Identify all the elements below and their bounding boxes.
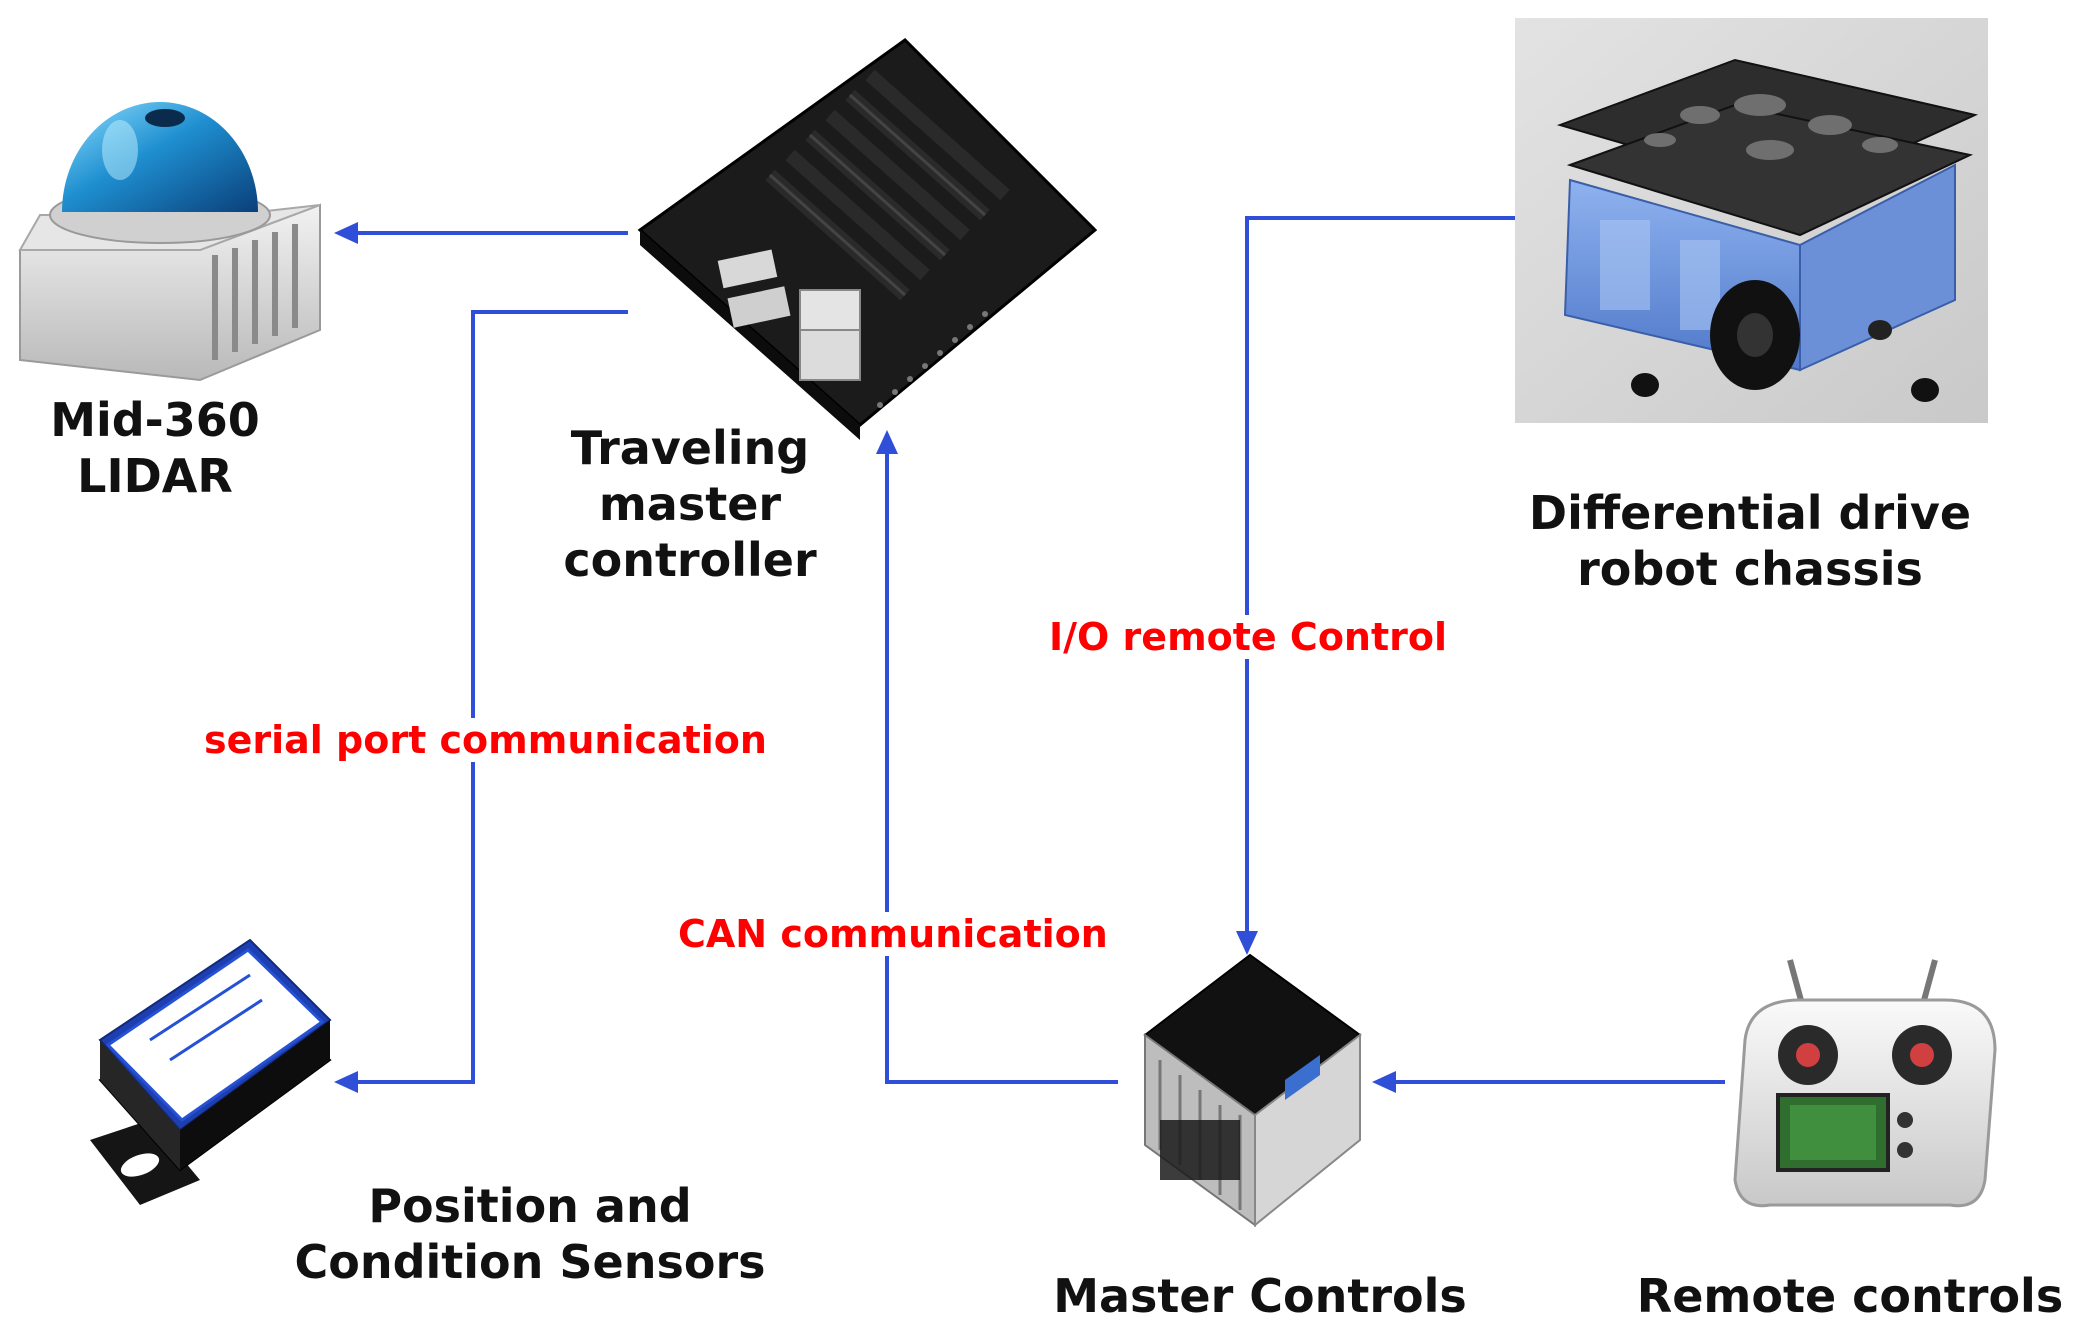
- sensors-label-line-2: Condition Sensors: [294, 1235, 766, 1290]
- edge-label-io: I/O remote Control: [1045, 615, 1452, 659]
- remote-controls-label-line-1: Remote controls: [1636, 1269, 2064, 1323]
- arrowhead-lidar: [334, 222, 358, 244]
- chassis-label-line-2: robot chassis: [1577, 542, 1923, 597]
- chassis-label-line-1: Differential drive: [1528, 486, 1972, 540]
- chassis-label: Differential drive robot chassis: [1500, 485, 2000, 597]
- jetson-board-icon: [637, 38, 1098, 440]
- arrowhead-sensors: [334, 1071, 358, 1093]
- sensors-label-line-1: Position and: [368, 1179, 692, 1233]
- arrow-heads: [334, 222, 1396, 1093]
- sensors-label: Position and Condition Sensors: [290, 1178, 770, 1290]
- arrowhead-master-right: [1372, 1071, 1396, 1093]
- lidar-label-line-2: LIDAR: [77, 449, 233, 504]
- imu-sensor-icon: [90, 938, 332, 1205]
- controller-label: Traveling master controller: [540, 420, 840, 588]
- connector-arrows: [342, 216, 1725, 1084]
- arrowhead-master-top: [1236, 931, 1258, 955]
- arrow-controller-to-sensors: [342, 310, 628, 1084]
- arrow-master-to-controller: [885, 440, 1118, 1084]
- master-controls-label-line-1: Master Controls: [1053, 1269, 1467, 1323]
- lidar-label: Mid-360 LIDAR: [30, 392, 280, 504]
- controller-label-line-3: controller: [563, 533, 817, 588]
- lidar-label-line-1: Mid-360: [50, 393, 260, 447]
- arrow-chassis-to-master: [1245, 216, 1515, 948]
- master-controls-label: Master Controls: [1040, 1268, 1480, 1324]
- rc-transmitter-icon: [1733, 959, 1997, 1208]
- edge-label-can: CAN communication: [674, 912, 1112, 956]
- remote-controls-label: Remote controls: [1630, 1268, 2070, 1324]
- motor-driver-icon: [1143, 953, 1362, 1228]
- edge-label-serial: serial port communication: [200, 718, 771, 762]
- controller-label-line-2: master: [598, 477, 782, 532]
- controller-label-line-1: Traveling: [570, 421, 810, 475]
- arrowhead-controller: [876, 430, 898, 454]
- lidar-sensor-icon: [18, 102, 321, 382]
- robot-chassis-icon: [1515, 18, 1988, 423]
